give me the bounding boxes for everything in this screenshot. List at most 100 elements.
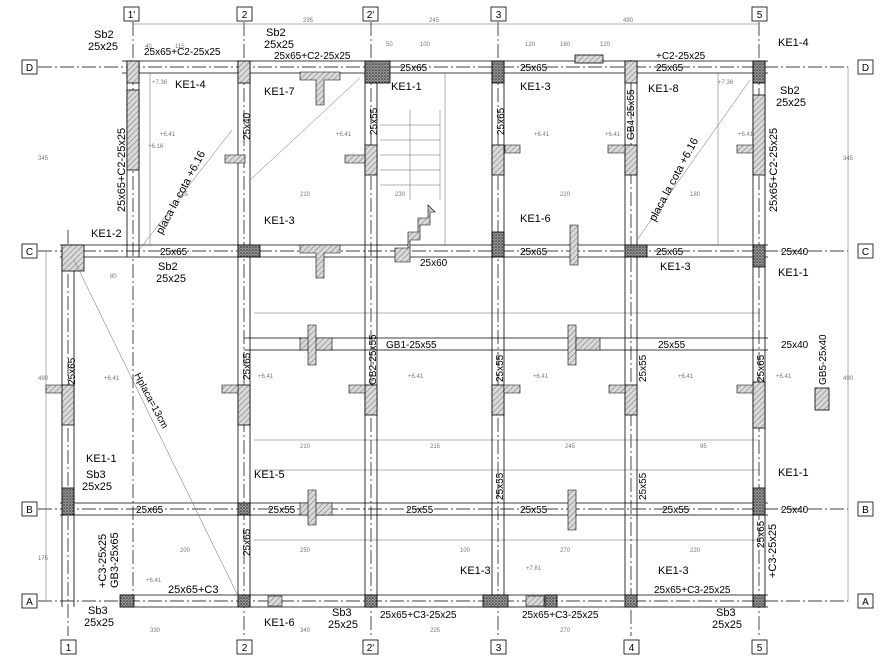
label: Sb2: [158, 261, 178, 273]
dim-text: 330: [150, 628, 161, 634]
label: 25x40: [781, 340, 809, 351]
column: [364, 60, 391, 84]
dim-text: 245: [429, 18, 440, 24]
column: [119, 594, 135, 608]
dim-text: 490: [623, 18, 634, 24]
axis-label: C: [862, 247, 869, 258]
axis-label: 2: [242, 10, 248, 21]
dim-text: 210: [300, 192, 311, 198]
column: [544, 594, 558, 608]
column: [574, 54, 604, 64]
label: 25x65+C2-25x25: [116, 128, 128, 212]
label: 25x65+C2-25x25: [768, 128, 780, 212]
column: [482, 594, 509, 608]
label: 25x65: [496, 107, 507, 135]
label: GB2-25x55: [368, 334, 379, 385]
label: GB1-25x55: [386, 340, 437, 351]
axis-row-d-left: D: [21, 59, 38, 75]
label: 25x25: [82, 481, 112, 493]
column: [491, 231, 505, 258]
label: 25x65+C3-25x25: [380, 610, 457, 621]
dim-text: 95: [700, 444, 707, 450]
dim-text: 225: [430, 628, 441, 634]
axis-row-d-right: D: [857, 59, 874, 75]
dim-text: 120: [525, 42, 536, 48]
label: 25x65: [656, 63, 684, 74]
label: 25x65: [136, 505, 164, 516]
leader-lines: [73, 77, 751, 601]
axis-row-a-left: A: [21, 593, 38, 609]
column: [237, 594, 251, 608]
axis-row-a-right: A: [857, 593, 874, 609]
column: [624, 60, 638, 84]
column: [237, 244, 261, 258]
dim-text: 40: [145, 44, 152, 50]
column: [491, 60, 505, 84]
axis-label: B: [862, 505, 869, 516]
column: [237, 60, 251, 84]
label: 25x55: [495, 472, 506, 500]
level-mark: +6.41: [408, 374, 424, 380]
dim-text: 220: [690, 548, 701, 554]
beams: [60, 60, 768, 608]
dim-text: 340: [300, 628, 311, 634]
label: 25x55: [495, 354, 506, 382]
label: 25x65: [160, 247, 188, 258]
dim-text: 270: [560, 548, 571, 554]
label: 25x65+C3-25x25: [522, 610, 599, 621]
label: KE1-7: [264, 86, 295, 98]
label: KE1-4: [175, 79, 206, 91]
columns: [61, 54, 830, 608]
level-mark: +6.41: [605, 132, 621, 138]
column: [237, 502, 251, 516]
dim-text: 270: [560, 628, 571, 634]
axis-top-2p: 2': [362, 6, 379, 22]
dim-text: 180: [690, 192, 701, 198]
level-mark: +6.41: [258, 374, 274, 380]
level-mark: +6.41: [678, 374, 694, 380]
level-mark: +6.41: [776, 374, 792, 380]
dim-text: 215: [430, 444, 441, 450]
label: 25x65+C2-25x25: [144, 47, 221, 58]
dim-text: 185: [178, 192, 189, 198]
label: KE1-3: [460, 565, 491, 577]
label: +C2-25x25: [656, 51, 706, 62]
dim-text: 115: [175, 44, 185, 50]
label: Sb3: [86, 469, 106, 481]
label: KE1-8: [648, 83, 679, 95]
column: [624, 594, 638, 608]
label: KE1-2: [91, 228, 122, 240]
axis-row-c-left: C: [21, 243, 38, 259]
level-mark: +7.36: [718, 80, 734, 86]
column: [752, 594, 766, 608]
axis-label: 2': [367, 10, 375, 21]
label: 25x65: [242, 352, 253, 380]
column: [61, 244, 85, 272]
axis-label: 1': [128, 10, 136, 21]
label: KE1-1: [778, 267, 809, 279]
label: KE1-5: [254, 469, 285, 481]
column: [364, 384, 378, 416]
label: +C3-25x25: [97, 534, 109, 588]
label: 25x25: [264, 39, 294, 51]
dim-text: 50: [386, 42, 393, 48]
axis-top-1p: 1': [123, 6, 140, 22]
column: [814, 387, 830, 411]
axis-bottom-2: 2: [236, 639, 253, 655]
level-mark: +7.81: [526, 566, 542, 572]
label: 25x25: [84, 617, 114, 629]
axis-bottom-5: 5: [751, 639, 768, 655]
label: placa la cota +6.16: [647, 136, 701, 223]
axis-top-2: 2: [236, 6, 253, 22]
level-mark: +6.41: [533, 374, 549, 380]
label: +C3-25x25: [767, 524, 779, 578]
axis-label: 2: [242, 643, 248, 654]
dim-text: 210: [300, 444, 311, 450]
column: [126, 89, 140, 171]
column: [364, 144, 378, 176]
column: [624, 384, 638, 416]
column: [61, 384, 75, 426]
section-details: [45, 71, 754, 607]
label: 25x40: [781, 247, 809, 258]
